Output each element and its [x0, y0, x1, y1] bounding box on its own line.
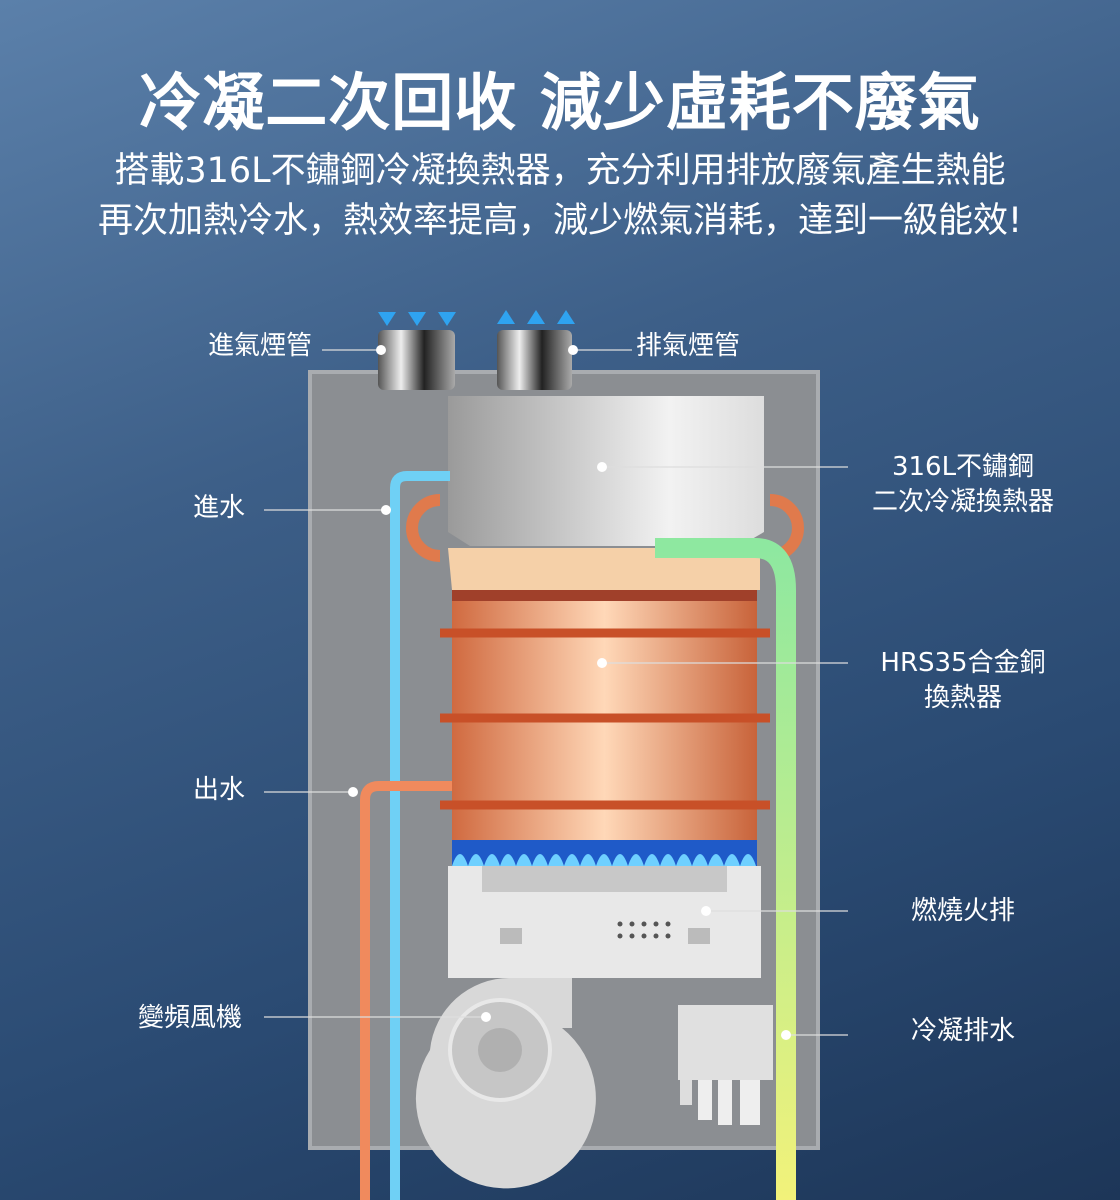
condensate-drain-pipe	[655, 538, 796, 1200]
subtitle-line-1: 搭載316L不鏽鋼冷凝換熱器，充分利用排放廢氣產生熱能	[114, 151, 1006, 191]
airflow-arrows	[378, 310, 575, 326]
hot-water-pipe	[360, 781, 452, 1200]
label-water-out: 出水	[193, 775, 246, 805]
label-copper-exchanger: HRS35合金銅 換熱器	[858, 646, 1068, 716]
intake-flue-pipe	[378, 330, 455, 390]
label-burner: 燃燒火排	[910, 896, 1015, 926]
label-copper-line2: 換熱器	[923, 683, 1002, 713]
label-drain: 冷凝排水	[910, 1016, 1015, 1046]
label-condenser: 316L不鏽鋼 二次冷凝換熱器	[858, 450, 1068, 520]
label-intake-flue: 進氣煙管	[208, 331, 313, 361]
cold-water-pipe	[390, 471, 450, 1200]
stainless-condenser	[448, 396, 764, 546]
label-condenser-line1: 316L不鏽鋼	[891, 452, 1035, 482]
label-exhaust-flue: 排氣煙管	[636, 331, 741, 361]
subtitle-line-2: 再次加熱冷水，熱效率提高，減少燃氣消耗，達到一級能效!	[97, 201, 1023, 241]
label-condenser-line2: 二次冷凝換熱器	[871, 487, 1054, 517]
page-title: 冷凝二次回收 減少虛耗不廢氣	[139, 66, 981, 139]
exhaust-flue-pipe	[497, 330, 572, 390]
label-water-in: 進水	[193, 493, 246, 523]
copper-heat-exchanger	[452, 585, 757, 840]
label-copper-line1: HRS35合金銅	[880, 648, 1046, 678]
label-fan: 變頻風機	[138, 1003, 243, 1033]
